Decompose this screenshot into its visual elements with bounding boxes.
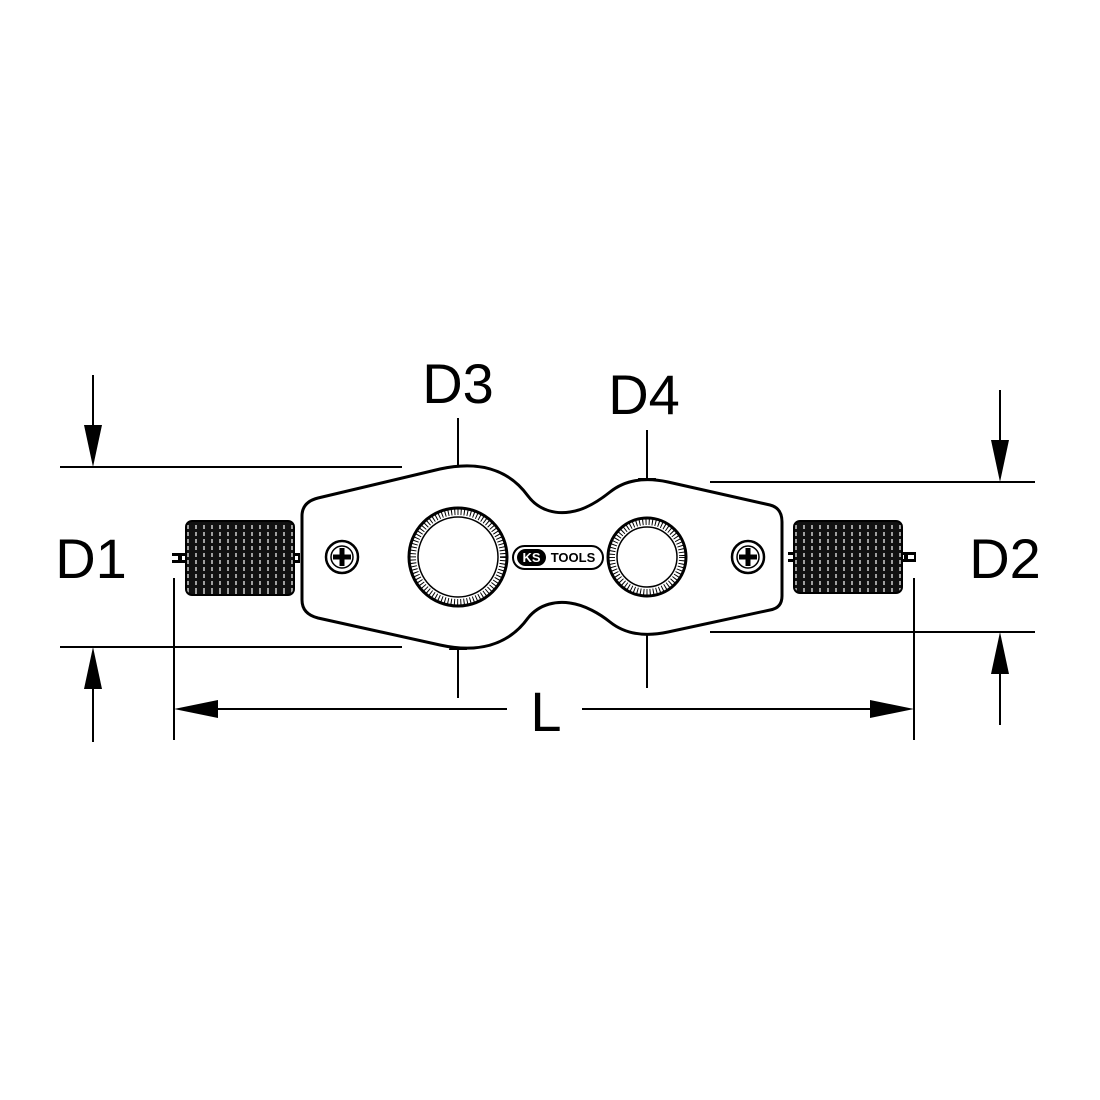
d1-arrowhead-top: [84, 425, 102, 467]
small-hole: [606, 516, 688, 598]
right-brush: [788, 520, 916, 594]
d2-arrowhead-top: [991, 440, 1009, 482]
d1-arrowhead-bottom: [84, 647, 102, 689]
l-arrowhead-left: [174, 700, 218, 718]
l-arrowhead-right: [870, 700, 914, 718]
ks-tools-logo: KS TOOLS: [512, 545, 604, 570]
label-d1: D1: [55, 527, 127, 590]
right-brush-bristles: [793, 520, 903, 594]
logo-name: TOOLS: [551, 550, 596, 565]
left-brush-bristles: [185, 520, 295, 596]
logo-prefix: KS: [522, 550, 540, 565]
label-d4: D4: [608, 363, 680, 426]
left-brush: [172, 520, 300, 596]
d2-arrowhead-bottom: [991, 632, 1009, 674]
label-length: L: [530, 680, 561, 743]
large-hole: [407, 506, 509, 608]
label-d3: D3: [422, 352, 494, 415]
dimension-lines: [60, 375, 1035, 742]
label-d2: D2: [969, 527, 1041, 590]
phillips-screw-icon: [324, 539, 360, 575]
phillips-screw-icon: [730, 539, 766, 575]
